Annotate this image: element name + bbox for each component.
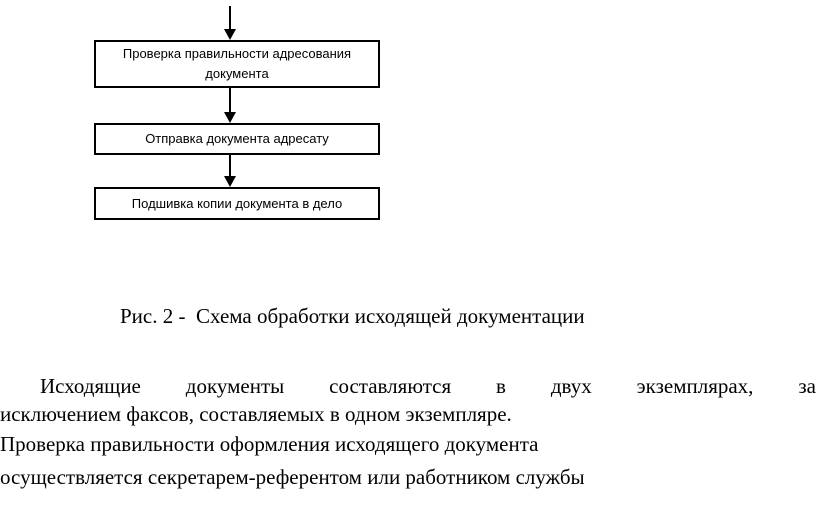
word: Исходящие xyxy=(40,374,141,398)
paragraph-line-3: Проверка правильности оформления исходящ… xyxy=(0,432,539,456)
arrowhead-3 xyxy=(224,176,236,187)
paragraph-line-1: Исходящие документы составляются в двух … xyxy=(40,374,816,399)
arrowhead-2 xyxy=(224,112,236,123)
flow-step-1-label: Проверка правильности адресования докуме… xyxy=(122,46,352,81)
paragraph-line-2: исключением факсов, составляемых в одном… xyxy=(0,402,512,426)
flow-step-1: Проверка правильности адресования докуме… xyxy=(94,40,380,88)
flow-step-2-label: Отправка документа адресату xyxy=(145,131,329,146)
arrowhead-1 xyxy=(224,29,236,40)
word: в xyxy=(496,374,506,398)
word: экземплярах, xyxy=(636,374,754,398)
flow-arrows xyxy=(224,6,236,187)
paragraph-line-4: осуществляется секретарем-референтом или… xyxy=(0,465,585,489)
flow-step-3: Подшивка копии документа в дело xyxy=(94,187,380,220)
flow-step-3-label: Подшивка копии документа в дело xyxy=(131,195,343,211)
word: двух xyxy=(550,374,592,398)
flowchart: Проверка правильности адресования докуме… xyxy=(0,0,816,240)
word: составляются xyxy=(329,374,452,398)
word: за xyxy=(798,374,816,398)
word: документы xyxy=(185,374,285,398)
flow-step-2: Отправка документа адресату xyxy=(94,123,380,155)
figure-caption: Рис. 2 - Схема обработки исходящей докум… xyxy=(120,304,585,328)
